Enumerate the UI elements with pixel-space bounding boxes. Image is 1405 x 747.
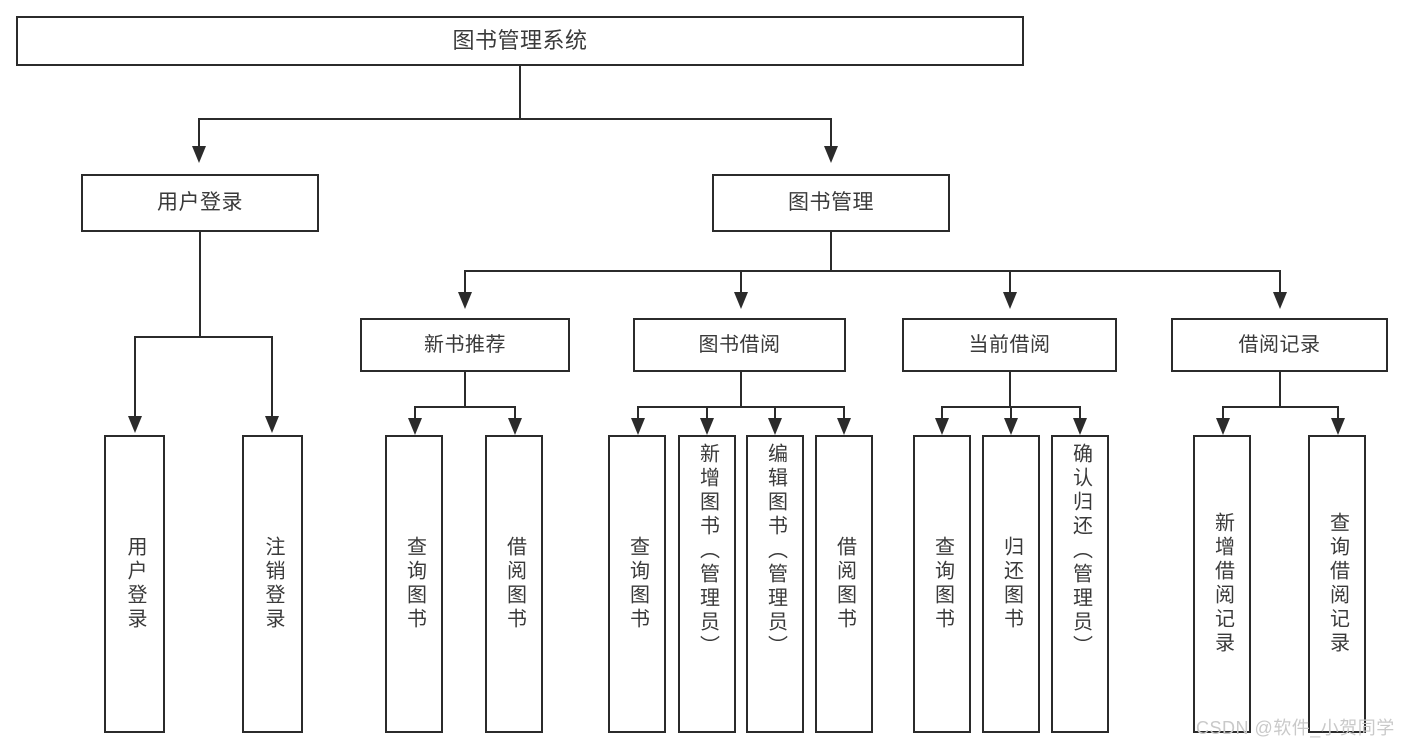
node-label: 归还图书 <box>1000 536 1023 632</box>
node-book-borrow[interactable]: 图书借阅 <box>633 318 846 372</box>
connector-book-borrow-stem <box>740 372 742 406</box>
arrow-to-current-borrow <box>1003 292 1017 309</box>
node-label: 新增图书（管理员） <box>696 443 719 659</box>
arrow-nbr-to-leaf-2 <box>508 418 522 435</box>
arrow-nbr-to-leaf-1 <box>408 418 422 435</box>
leaf-book-borrow-borrow-book[interactable]: 借阅图书 <box>815 435 873 733</box>
node-label: 新增借阅记录 <box>1211 512 1234 656</box>
node-book-management[interactable]: 图书管理 <box>712 174 950 232</box>
connector-borrow-record-bus <box>1222 406 1338 408</box>
connector-bb-to-leaf-3 <box>774 406 776 420</box>
leaf-user-login-logout[interactable]: 注销登录 <box>242 435 303 733</box>
node-current-borrow[interactable]: 当前借阅 <box>902 318 1117 372</box>
connector-root-to-user-login <box>198 118 200 148</box>
node-label: 查询图书 <box>931 536 954 632</box>
node-label: 注销登录 <box>262 536 284 632</box>
connector-bb-to-leaf-4 <box>843 406 845 420</box>
connector-book-management-stem <box>830 232 832 271</box>
arrow-to-new-book-recommend <box>458 292 472 309</box>
arrow-bb-to-leaf-1 <box>631 418 645 435</box>
node-label: 查询图书 <box>626 536 649 632</box>
connector-bb-to-leaf-1 <box>637 406 639 420</box>
node-label: 编辑图书（管理员） <box>764 443 787 659</box>
connector-new-book-recommend-stem <box>464 372 466 406</box>
connector-user-login-to-leaf-1 <box>134 336 136 418</box>
leaf-current-borrow-query-book[interactable]: 查询图书 <box>913 435 971 733</box>
connector-to-borrow-record <box>1279 270 1281 294</box>
arrow-user-login-to-leaf-2 <box>265 416 279 433</box>
connector-to-book-borrow <box>740 270 742 294</box>
connector-root-bus <box>198 118 831 120</box>
node-label: 借阅图书 <box>503 536 526 632</box>
connector-nbr-to-leaf-2 <box>514 406 516 420</box>
arrow-to-book-borrow <box>734 292 748 309</box>
node-label: 用户登录 <box>124 536 146 632</box>
connector-user-login-bus <box>134 336 272 338</box>
leaf-borrow-record-add-record[interactable]: 新增借阅记录 <box>1193 435 1251 733</box>
arrow-root-to-book-management <box>824 146 838 163</box>
node-label: 查询图书 <box>403 536 426 632</box>
leaf-book-borrow-edit-book-admin[interactable]: 编辑图书（管理员） <box>746 435 804 733</box>
connector-bb-to-leaf-2 <box>706 406 708 420</box>
node-label: 新书推荐 <box>424 333 506 356</box>
leaf-borrow-record-query-record[interactable]: 查询借阅记录 <box>1308 435 1366 733</box>
connector-user-login-stem <box>199 232 201 336</box>
arrow-user-login-to-leaf-1 <box>128 416 142 433</box>
arrow-to-borrow-record <box>1273 292 1287 309</box>
arrow-cb-to-leaf-3 <box>1073 418 1087 435</box>
node-root-book-management-system[interactable]: 图书管理系统 <box>16 16 1024 66</box>
connector-new-book-recommend-bus <box>414 406 515 408</box>
arrow-bb-to-leaf-4 <box>837 418 851 435</box>
node-label: 当前借阅 <box>968 333 1051 356</box>
node-label: 借阅图书 <box>833 536 856 632</box>
connector-user-login-to-leaf-2 <box>271 336 273 418</box>
node-borrow-record[interactable]: 借阅记录 <box>1171 318 1388 372</box>
leaf-new-book-borrow-book[interactable]: 借阅图书 <box>485 435 543 733</box>
arrow-br-to-leaf-1 <box>1216 418 1230 435</box>
node-label: 图书管理 <box>788 190 874 214</box>
node-label: 查询借阅记录 <box>1326 512 1349 656</box>
connector-to-current-borrow <box>1009 270 1011 294</box>
node-label: 确认归还（管理员） <box>1069 443 1092 659</box>
arrow-root-to-user-login <box>192 146 206 163</box>
connector-current-borrow-stem <box>1009 372 1011 406</box>
connector-book-borrow-bus <box>637 406 845 408</box>
node-label: 借阅记录 <box>1238 333 1321 356</box>
connector-root-to-book-management <box>830 118 832 148</box>
arrow-bb-to-leaf-3 <box>768 418 782 435</box>
connector-level3-bus <box>464 270 1280 272</box>
connector-nbr-to-leaf-1 <box>414 406 416 420</box>
connector-to-new-book-recommend <box>464 270 466 294</box>
connector-cb-to-leaf-1 <box>941 406 943 420</box>
leaf-new-book-query-book[interactable]: 查询图书 <box>385 435 443 733</box>
connector-br-to-leaf-2 <box>1337 406 1339 420</box>
connector-cb-to-leaf-2 <box>1010 406 1012 420</box>
leaf-current-borrow-return-book[interactable]: 归还图书 <box>982 435 1040 733</box>
leaf-user-login-login[interactable]: 用户登录 <box>104 435 165 733</box>
node-new-book-recommend[interactable]: 新书推荐 <box>360 318 570 372</box>
connector-br-to-leaf-1 <box>1222 406 1224 420</box>
node-label: 用户登录 <box>157 190 243 214</box>
connector-cb-to-leaf-3 <box>1079 406 1081 420</box>
arrow-cb-to-leaf-2 <box>1004 418 1018 435</box>
node-user-login[interactable]: 用户登录 <box>81 174 319 232</box>
leaf-current-borrow-confirm-return-admin[interactable]: 确认归还（管理员） <box>1051 435 1109 733</box>
arrow-br-to-leaf-2 <box>1331 418 1345 435</box>
arrow-bb-to-leaf-2 <box>700 418 714 435</box>
connector-root-stem <box>519 66 521 118</box>
arrow-cb-to-leaf-1 <box>935 418 949 435</box>
node-label: 图书借阅 <box>698 333 781 356</box>
leaf-book-borrow-query-book[interactable]: 查询图书 <box>608 435 666 733</box>
connector-borrow-record-stem <box>1279 372 1281 406</box>
leaf-book-borrow-add-book-admin[interactable]: 新增图书（管理员） <box>678 435 736 733</box>
node-label: 图书管理系统 <box>452 28 588 54</box>
